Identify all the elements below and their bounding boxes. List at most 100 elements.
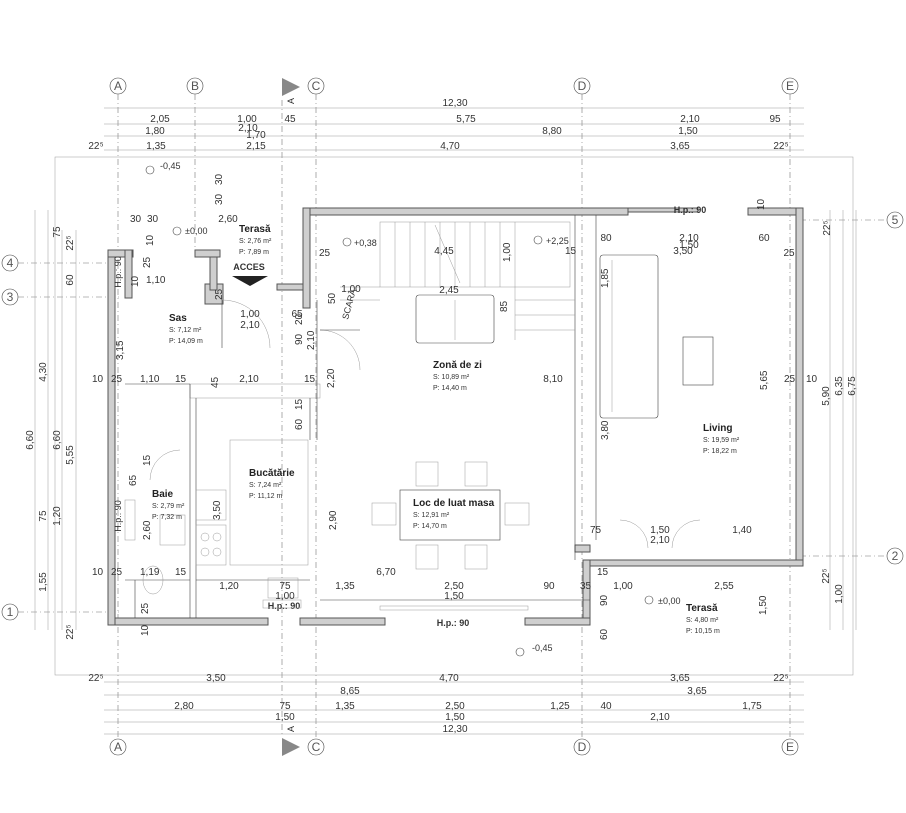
svg-text:8,65: 8,65 <box>340 686 360 697</box>
svg-text:2,10: 2,10 <box>306 330 317 350</box>
svg-text:S: 7,12 m²: S: 7,12 m² <box>169 327 202 334</box>
svg-text:5,55: 5,55 <box>65 445 76 465</box>
svg-text:2,10: 2,10 <box>650 535 670 546</box>
section-marker-bottom: A <box>282 726 300 756</box>
svg-text:75: 75 <box>279 581 291 592</box>
svg-text:3,80: 3,80 <box>600 420 611 440</box>
svg-text:22⁵: 22⁵ <box>88 141 103 152</box>
svg-text:75: 75 <box>52 226 63 238</box>
svg-text:15: 15 <box>294 398 305 410</box>
svg-text:15: 15 <box>175 374 187 385</box>
svg-text:4,30: 4,30 <box>38 362 49 382</box>
svg-text:2,90: 2,90 <box>328 510 339 530</box>
svg-text:S: 10,89 m²: S: 10,89 m² <box>433 374 470 381</box>
svg-text:1,20: 1,20 <box>219 581 239 592</box>
window-kitchen: H.p.: 90 <box>268 601 301 611</box>
grid-col-E-top: E <box>781 77 799 95</box>
svg-text:3,65: 3,65 <box>670 673 690 684</box>
svg-text:6,60: 6,60 <box>25 430 36 450</box>
svg-text:S: 12,91 m²: S: 12,91 m² <box>413 512 450 519</box>
svg-text:P: 18,22 m: P: 18,22 m <box>703 448 737 455</box>
svg-text:25: 25 <box>319 248 331 259</box>
svg-text:S: 2,76 m²: S: 2,76 m² <box>239 238 272 245</box>
svg-text:22⁵: 22⁵ <box>773 673 788 684</box>
svg-text:10: 10 <box>130 275 141 287</box>
svg-text:E: E <box>786 740 794 754</box>
top-dimensions: 12,30 2,05 1,00 45 5,75 2,10 95 1,80 2,1… <box>88 98 804 152</box>
svg-text:S: 7,24 m²: S: 7,24 m² <box>249 482 282 489</box>
right-dimensions: 22⁵ 5,90 6,35 6,75 22⁵ 1,00 <box>821 210 858 630</box>
grid-col-D-top: D <box>573 77 591 95</box>
svg-text:1,00: 1,00 <box>834 584 845 604</box>
svg-text:B: B <box>191 79 199 93</box>
svg-text:22⁵: 22⁵ <box>88 673 103 684</box>
entrance-indicator: ACCES <box>232 262 268 286</box>
svg-text:25: 25 <box>783 248 795 259</box>
interior-walls <box>125 215 597 618</box>
svg-text:1,50: 1,50 <box>275 712 295 723</box>
svg-text:90: 90 <box>543 581 555 592</box>
svg-text:S: 2,79 m²: S: 2,79 m² <box>152 503 185 510</box>
svg-text:1,10: 1,10 <box>140 374 160 385</box>
grid-col-A-top: A <box>109 77 127 95</box>
svg-text:A: A <box>286 726 296 732</box>
svg-text:80: 80 <box>600 233 612 244</box>
svg-text:22⁵: 22⁵ <box>821 568 832 583</box>
svg-text:2,55: 2,55 <box>714 581 734 592</box>
svg-text:1,00: 1,00 <box>613 581 633 592</box>
svg-text:6,70: 6,70 <box>376 567 396 578</box>
svg-text:-0,45: -0,45 <box>160 161 181 171</box>
svg-text:30: 30 <box>147 214 159 225</box>
svg-text:Baie: Baie <box>152 489 174 500</box>
svg-text:22⁵: 22⁵ <box>65 235 76 250</box>
svg-text:D: D <box>578 740 587 754</box>
svg-text:1,00: 1,00 <box>237 114 257 125</box>
svg-text:95: 95 <box>769 114 781 125</box>
svg-text:10: 10 <box>145 234 156 246</box>
doors <box>149 299 701 549</box>
svg-text:45: 45 <box>210 376 221 388</box>
site-outline <box>54 156 854 676</box>
svg-text:15: 15 <box>175 567 187 578</box>
svg-text:1,75: 1,75 <box>742 701 762 712</box>
svg-text:1,50: 1,50 <box>678 126 698 137</box>
svg-text:2,10: 2,10 <box>238 123 258 134</box>
svg-text:1,50: 1,50 <box>679 240 699 251</box>
svg-text:15: 15 <box>142 454 153 466</box>
room-terasa-south: Terasă S: 4,80 m² P: 10,15 m <box>686 603 720 635</box>
svg-text:60: 60 <box>758 233 770 244</box>
svg-text:2,10: 2,10 <box>679 233 699 244</box>
svg-text:1,50: 1,50 <box>758 595 769 615</box>
bottom-dimensions: 22⁵ 3,50 4,70 3,65 22⁵ 8,65 3,65 2,80 75… <box>88 673 804 735</box>
svg-text:40: 40 <box>600 701 612 712</box>
svg-text:25: 25 <box>111 567 123 578</box>
section-marker-top: A <box>282 78 300 104</box>
svg-text:2,10: 2,10 <box>680 114 700 125</box>
svg-text:D: D <box>578 79 587 93</box>
svg-text:A: A <box>114 79 122 93</box>
svg-text:12,30: 12,30 <box>442 724 467 735</box>
svg-text:S: 19,59 m²: S: 19,59 m² <box>703 437 740 444</box>
svg-text:P: 7,32 m: P: 7,32 m <box>152 514 182 521</box>
svg-text:2,45: 2,45 <box>439 285 459 296</box>
svg-text:15: 15 <box>597 567 609 578</box>
grid-row-2: 2 <box>886 547 904 565</box>
svg-text:25: 25 <box>784 374 796 385</box>
grid-col-C-bottom: C <box>307 738 325 756</box>
svg-text:90: 90 <box>294 333 305 345</box>
svg-text:1: 1 <box>7 605 14 619</box>
room-terasa-north: Terasă S: 2,76 m² P: 7,89 m <box>239 224 272 256</box>
svg-text:P: 14,09 m: P: 14,09 m <box>169 338 203 345</box>
svg-text:30: 30 <box>214 173 225 185</box>
svg-text:1,19: 1,19 <box>140 567 160 578</box>
svg-text:6,75: 6,75 <box>847 376 858 396</box>
svg-text:65: 65 <box>128 474 139 486</box>
svg-text:3,50: 3,50 <box>206 673 226 684</box>
svg-text:S: 4,80 m²: S: 4,80 m² <box>686 617 719 624</box>
window-top: H.p.: 90 <box>674 205 707 215</box>
svg-text:85: 85 <box>499 300 510 312</box>
svg-text:2,10: 2,10 <box>239 374 259 385</box>
svg-text:1,35: 1,35 <box>335 701 355 712</box>
svg-text:ACCES: ACCES <box>233 262 265 272</box>
svg-text:22⁵: 22⁵ <box>65 624 76 639</box>
